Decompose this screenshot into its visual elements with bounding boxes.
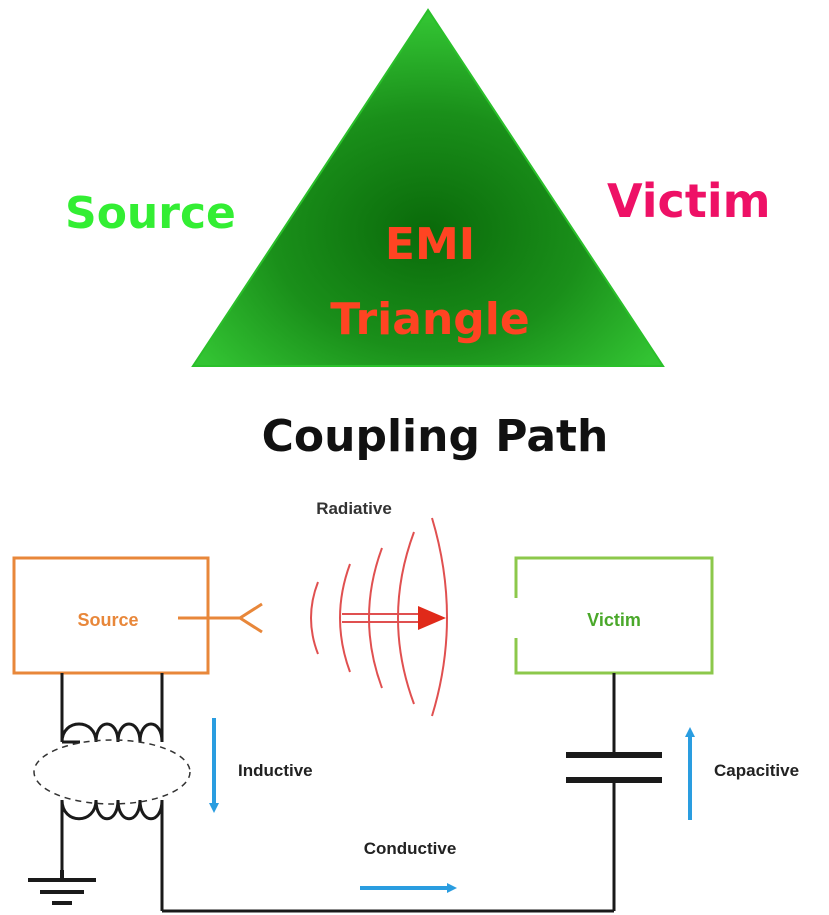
capacitor-icon — [566, 752, 662, 783]
emi-triangle-panel: Source Victim EMI Triangle Coupling Path — [10, 6, 800, 468]
coupling-circuit-diagram: Source Radiative Victim — [12, 499, 799, 913]
source-box — [12, 556, 210, 675]
ground-icon — [28, 870, 96, 905]
triangle-title-line1: EMI — [384, 219, 476, 270]
radiation-waves-icon — [310, 517, 448, 717]
victim-box-label: Victim — [587, 610, 641, 630]
coupling-path-label: Coupling Path — [261, 411, 609, 462]
victim-box — [514, 556, 714, 675]
inductive-label: Inductive — [238, 761, 313, 780]
capacitive-label: Capacitive — [714, 761, 799, 780]
emi-triangle-shape — [191, 8, 665, 367]
triangle-title-line2: Triangle — [330, 294, 530, 345]
conductive-label: Conductive — [364, 839, 457, 858]
triangle-source-label: Source — [65, 188, 236, 239]
conductive-wire — [162, 673, 616, 913]
triangle-victim-label: Victim — [607, 174, 771, 228]
coupling-boundary-icon — [33, 739, 191, 805]
antenna-icon — [178, 602, 263, 634]
emi-triangle-graphic — [191, 8, 665, 367]
radiative-arrow-icon — [342, 606, 446, 630]
source-box-label: Source — [77, 610, 138, 630]
radiative-label: Radiative — [316, 499, 392, 518]
inductive-coupling-icon — [60, 673, 164, 911]
